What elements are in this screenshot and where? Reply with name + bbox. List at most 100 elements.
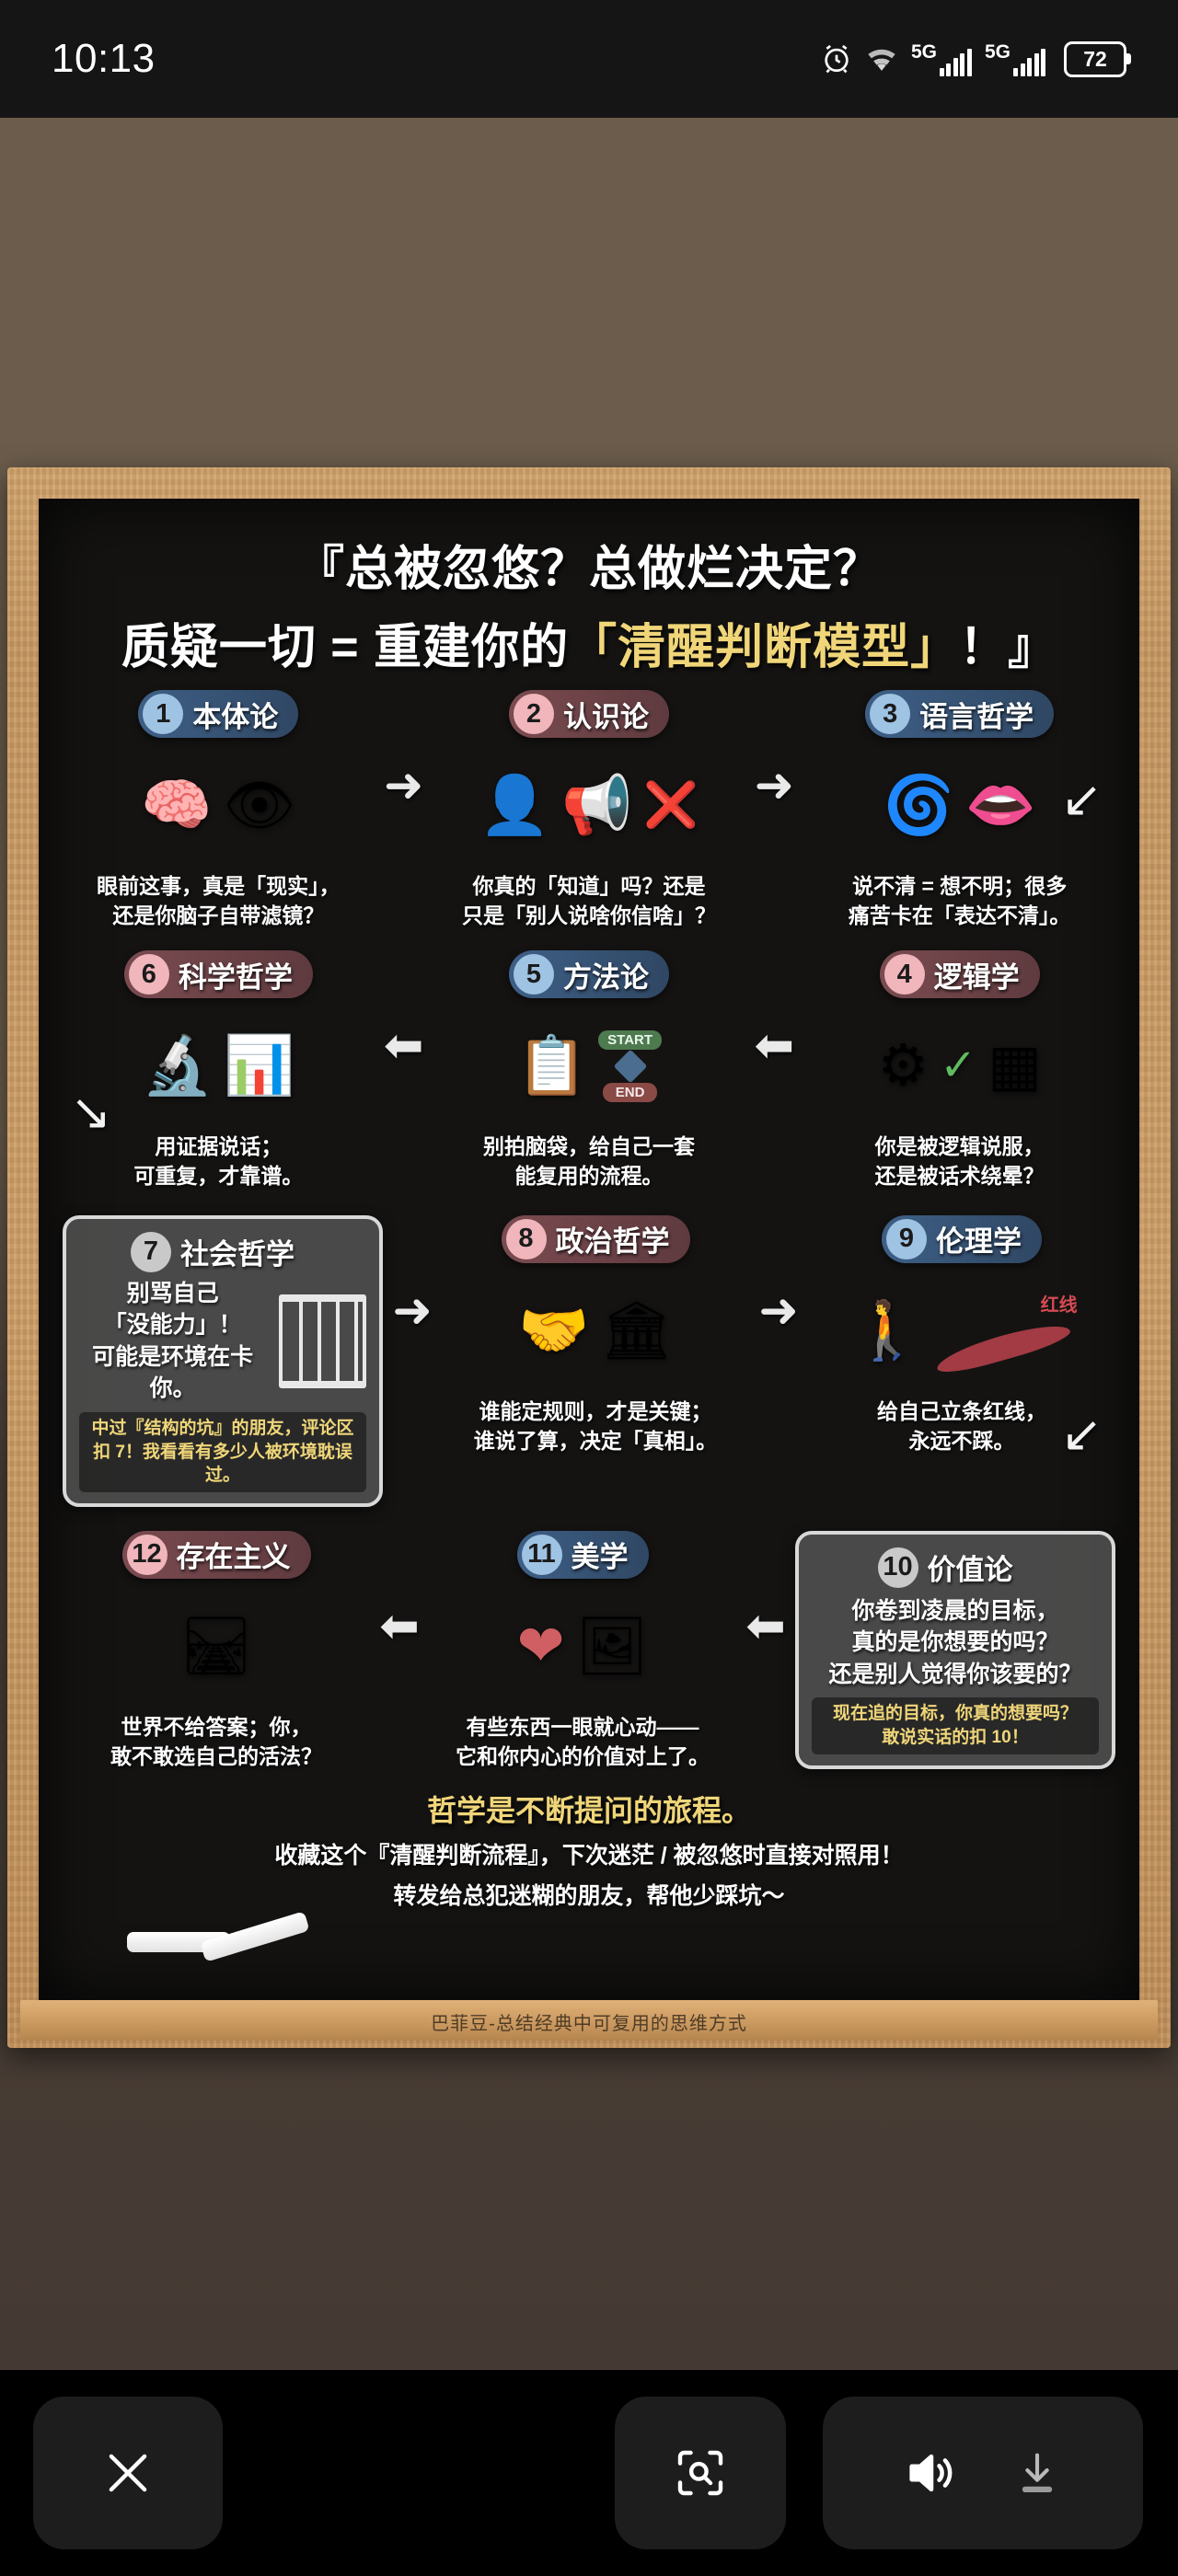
item-10-name: 价值论	[927, 1554, 1013, 1587]
item-3-caption: 说不清 = 想不明；很多 痛苦卡在「表达不清」。	[849, 872, 1071, 930]
item-6-caption-line2: 可重复，才靠谱。	[133, 1164, 304, 1189]
footer-line-2: 收藏这个『清醒判断流程』，下次迷茫 / 被忽悠时直接对照用！	[274, 1843, 904, 1869]
item-10-note: 现在追的目标，你真的想要吗？ 敢说实话的扣 10！	[812, 1697, 1099, 1754]
item-2-art: 👤 📢 ❌	[479, 747, 699, 865]
viewed-image[interactable]: 『总被忽悠？总做烂决定？ 质疑一切 = 重建你的「清醒判断模型」！』 1 本体论…	[0, 118, 1178, 2370]
flowchart-icon: START END	[598, 1030, 663, 1103]
item-1-header: 1 本体论	[138, 690, 299, 738]
picture-monitor-icon: 🖼	[575, 1614, 649, 1678]
item-5-caption: 别拍脑袋，给自己一套 能复用的流程。	[483, 1133, 695, 1190]
poster-item-4[interactable]: 4 逻辑学 ⚙ ✓ ▦ 你是被逻辑说服， 还是被话术绕晕？	[803, 950, 1115, 1190]
item-6-art: 🔬 📊	[142, 1007, 294, 1125]
status-icons: 5G 5G 72	[821, 40, 1131, 77]
item-6-number: 6	[128, 954, 169, 995]
close-button[interactable]	[33, 2397, 223, 2549]
item-5-caption-line2: 能复用的流程。	[514, 1164, 664, 1189]
item-6-caption: 用证据说话； 可重复，才靠谱。	[133, 1133, 303, 1190]
chalkboard-surface: 『总被忽悠？总做烂决定？ 质疑一切 = 重建你的「清醒判断模型」！』 1 本体论…	[39, 499, 1139, 2000]
heart-icon: ❤	[516, 1614, 565, 1678]
walking-person-icon: 🚶	[851, 1298, 923, 1363]
poster-item-3[interactable]: 3 语言哲学 🌀 👄 说不清 = 想不明；很多 痛苦卡在「表达不清」。	[803, 690, 1115, 930]
item-10-number: 10	[877, 1547, 918, 1588]
item-6-caption-line1: 用证据说话；	[155, 1134, 283, 1159]
item-1-caption-line1: 眼前这事，真是「现实」，	[97, 874, 341, 898]
item-10-caption-line1: 你卷到凌晨的目标，	[851, 1597, 1059, 1624]
arrow-11-to-12: ⬅	[379, 1599, 420, 1653]
item-8-caption-line2: 谁说了算，决定「真相」。	[473, 1428, 718, 1453]
item-8-header: 8 政治哲学	[501, 1214, 690, 1263]
arrow-row2-to-row3: ↘	[70, 1085, 112, 1140]
poster-item-5[interactable]: 5 方法论 📋 START END 别拍脑袋，给自己	[433, 950, 745, 1190]
item-2-header: 2 认识论	[509, 690, 669, 738]
item-2-caption-line1: 你真的「知道」吗？还是	[472, 874, 706, 898]
item-12-name: 存在主义	[176, 1541, 291, 1574]
alarm-clock-icon	[821, 43, 852, 75]
item-8-art: 🤝 🏛	[518, 1272, 673, 1390]
item-8-caption-line1: 谁能定规则，才是关键；	[479, 1398, 712, 1423]
poster-item-7[interactable]: 7 社会哲学 别骂自己 「没能力」！ 可能是环境在卡你。	[63, 1214, 383, 1507]
poster-item-10[interactable]: 10 价值论 你卷到凌晨的目标， 真的是你想要的吗？ 还是别人觉得你该要的？ 现…	[795, 1530, 1115, 1769]
red-line-label: 红线	[1040, 1294, 1078, 1316]
poster-item-2[interactable]: 2 认识论 👤 📢 ❌ 你真的「知道」吗？还是 只是「别人说啥你信啥」？	[433, 690, 745, 930]
poster-item-12[interactable]: 12 存在主义 🛤 世界不给答案；你， 敢不敢选自己的活法？	[63, 1530, 370, 1771]
item-10-caption-line3: 还是别人觉得你该要的？	[828, 1661, 1082, 1687]
poster-credit: 巴菲豆-总结经典中可复用的思维方式	[431, 2014, 747, 2034]
item-4-art: ⚙ ✓ ▦	[877, 1007, 1041, 1125]
arrow-row1-to-row2: ↙	[1060, 772, 1103, 827]
item-10-note-line1: 现在追的目标，你真的想要吗？	[832, 1704, 1078, 1724]
item-12-caption-line2: 敢不敢选自己的活法？	[110, 1743, 322, 1768]
poster-item-6[interactable]: 6 科学哲学 🔬 📊 用证据说话； 可重复，才靠谱。	[63, 950, 375, 1190]
item-3-caption-line1: 说不清 = 想不明；很多	[852, 874, 1068, 898]
sim1-bars	[939, 48, 972, 76]
item-5-number: 5	[514, 954, 554, 995]
chalk-ledge	[20, 2000, 1158, 2041]
item-6-header: 6 科学哲学	[123, 950, 313, 999]
poster-item-1[interactable]: 1 本体论 🧠 👁 眼前这事，真是「现实」， 还是你脑子自带滤镜？	[63, 690, 375, 930]
download-button[interactable]	[1011, 2446, 1064, 2500]
footer-line-1: 哲学是不断提问的旅程。	[426, 1794, 751, 1828]
item-1-name: 本体论	[192, 700, 279, 733]
arrow-1-to-2: ➜	[383, 759, 424, 812]
poster-item-8[interactable]: 8 政治哲学 🤝 🏛 谁能定规则，才是关键； 谁说了算，决定「真相」。	[442, 1214, 749, 1455]
sim2-signal-icon: 5G	[985, 42, 1045, 76]
item-7-card: 7 社会哲学 别骂自己 「没能力」！ 可能是环境在卡你。	[63, 1214, 383, 1507]
poster-row-3: 7 社会哲学 别骂自己 「没能力」！ 可能是环境在卡你。	[63, 1214, 1115, 1507]
arrow-7-to-8: ➜	[392, 1283, 433, 1338]
item-2-number: 2	[514, 694, 554, 734]
item-10-caption-line2: 真的是你想要的吗？	[851, 1629, 1059, 1656]
close-icon	[99, 2444, 156, 2501]
handshake-scroll-icon: 🤝	[518, 1298, 590, 1363]
arrow-8-to-9: ➜	[758, 1283, 799, 1338]
item-7-caption: 别骂自己 「没能力」！ 可能是环境在卡你。	[79, 1278, 266, 1405]
lens-search-button[interactable]	[615, 2397, 786, 2549]
poster-content: 『总被忽悠？总做烂决定？ 质疑一切 = 重建你的「清醒判断模型」！』 1 本体论…	[39, 499, 1139, 2000]
audio-download-group[interactable]	[823, 2397, 1143, 2549]
arrow-10-to-11: ⬅	[745, 1599, 786, 1653]
google-lens-scan-icon	[670, 2443, 731, 2503]
poster-title-line1: 『总被忽悠？总做烂决定？	[295, 543, 882, 596]
item-5-name: 方法论	[563, 960, 649, 994]
item-2-name: 认识论	[563, 700, 649, 733]
item-3-header: 3 语言哲学	[865, 690, 1055, 738]
clipboard-hand-icon: 📋	[515, 1034, 588, 1098]
item-7-note: 中过『结构的坑』的朋友，评论区 扣 7！我看看有多少人被环境耽误过。	[79, 1411, 366, 1492]
item-9-name: 伦理学	[936, 1225, 1022, 1259]
item-7-caption-line3: 可能是环境在卡你。	[92, 1343, 254, 1402]
status-clock: 10:13	[52, 36, 156, 81]
poster-item-11[interactable]: 11 美学 ❤ 🖼 有些东西一眼就心动—— 它和你内心的价值对上了。	[429, 1530, 736, 1771]
item-1-number: 1	[143, 694, 184, 734]
arrow-2-to-3: ➜	[754, 759, 795, 812]
item-12-caption-line1: 世界不给答案；你，	[121, 1714, 312, 1739]
sim2-network-label: 5G	[984, 40, 1011, 63]
item-5-caption-line1: 别拍脑袋，给自己一套	[483, 1134, 695, 1159]
item-4-caption: 你是被逻辑说服， 还是被话术绕晕？	[875, 1133, 1045, 1190]
item-11-caption-line1: 有些东西一眼就心动——	[466, 1714, 699, 1739]
open-mouth-icon: 👄	[964, 774, 1036, 837]
item-11-header: 11 美学	[516, 1530, 649, 1579]
item-11-caption: 有些东西一眼就心动—— 它和你内心的价值对上了。	[456, 1713, 710, 1771]
speaker-volume-button[interactable]	[902, 2444, 961, 2502]
red-line-band	[932, 1317, 1073, 1379]
item-11-caption-line2: 它和你内心的价值对上了。	[456, 1743, 710, 1768]
poster-item-9[interactable]: 9 伦理学 🚶 红线 给自己立条红线， 永远不踩。	[808, 1214, 1115, 1455]
title-line2-highlight: 「清醒判断模型」	[569, 621, 960, 674]
